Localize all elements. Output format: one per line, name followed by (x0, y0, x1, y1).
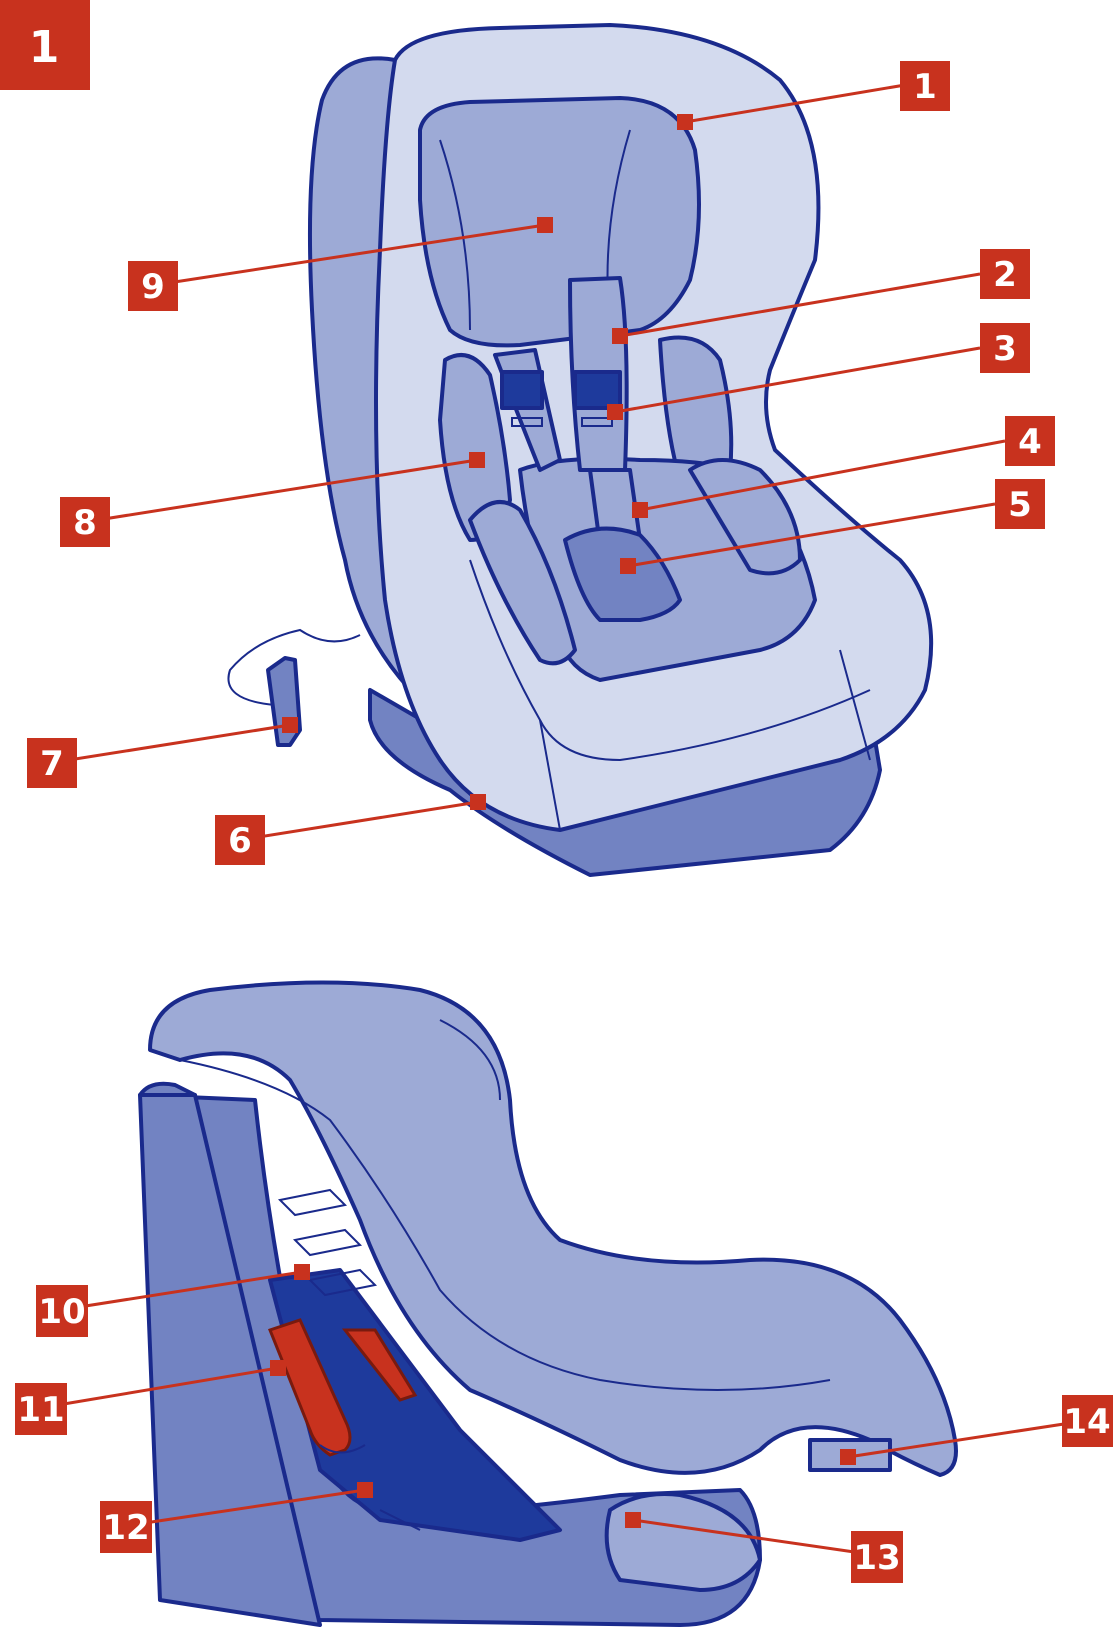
callout-label-12: 12 (102, 1508, 149, 1548)
anchor-3 (607, 404, 623, 420)
shoulder-pad-left (500, 370, 544, 410)
callout-tag-12: 12 (100, 1501, 152, 1553)
callout-tag-7: 7 (27, 738, 77, 788)
callout-label-8: 8 (73, 503, 97, 543)
callout-label-5: 5 (1008, 485, 1032, 525)
callout-tag-8: 8 (60, 497, 110, 547)
hinge-line (379, 1509, 421, 1531)
leader-5 (627, 502, 996, 568)
anchor-6 (470, 794, 486, 810)
leader-9 (154, 223, 546, 287)
callout-label-4: 4 (1018, 422, 1042, 462)
callout-label-9: 9 (141, 267, 165, 307)
anchor-5 (620, 558, 636, 574)
callout-label-6: 6 (228, 821, 252, 861)
seat-seam-front (539, 719, 561, 831)
leader-2 (619, 272, 981, 338)
side-shell (148, 980, 958, 1477)
headrest-cushion (418, 96, 701, 348)
figure-number: 1 (29, 22, 60, 73)
anchor-4 (632, 502, 648, 518)
anchor-12 (357, 1482, 373, 1498)
slat-1 (277, 1188, 348, 1217)
callout-label-10: 10 (38, 1292, 85, 1332)
anchor-8 (469, 452, 485, 468)
harness-buckle (563, 526, 682, 622)
callout-tag-3: 3 (980, 323, 1030, 373)
thigh-cushion-left (468, 500, 577, 666)
leader-13 (632, 1518, 876, 1557)
headrest-seam-left (439, 139, 471, 331)
leader-7 (49, 723, 291, 765)
shell-inner-edge (179, 1059, 831, 1391)
callout-label-7: 7 (40, 744, 64, 784)
connector-cable (227, 628, 361, 706)
anchor-2 (612, 328, 628, 344)
callout-tag-11: 11 (15, 1383, 67, 1435)
strap-slot-left (511, 417, 543, 427)
leader-10 (59, 1270, 303, 1312)
anchor-9 (537, 217, 553, 233)
callout-label-13: 13 (853, 1538, 900, 1578)
leader-6 (239, 800, 479, 842)
callout-tag-5: 5 (995, 479, 1045, 529)
callout-tags: 1 2 3 4 5 6 7 8 (15, 61, 1113, 1583)
recline-slot (268, 1268, 562, 1542)
callout-tag-13: 13 (851, 1531, 903, 1583)
anchor-7 (282, 717, 298, 733)
anchor-13 (625, 1512, 641, 1528)
leader-8 (84, 458, 478, 524)
figure-number-badge: 1 (0, 0, 90, 90)
callout-tag-2: 2 (980, 249, 1030, 299)
leader-3 (614, 346, 981, 414)
leader-4 (639, 439, 1006, 512)
shell-top-seam (439, 1019, 501, 1101)
anchor-14 (840, 1449, 856, 1465)
seat-front-view (227, 23, 934, 877)
callout-label-14: 14 (1063, 1402, 1110, 1442)
leader-14 (847, 1418, 1091, 1459)
slat-3 (307, 1268, 378, 1297)
strap-slot-right (581, 417, 613, 427)
callout-tag-14: 14 (1062, 1395, 1113, 1447)
callout-label-11: 11 (17, 1390, 64, 1430)
callout-tag-9: 9 (128, 261, 178, 311)
callout-label-2: 2 (993, 255, 1017, 295)
thigh-cushion-right (688, 458, 802, 576)
callout-tag-10: 10 (36, 1285, 88, 1337)
recline-lever-rear (341, 1328, 418, 1402)
anchor-1 (677, 114, 693, 130)
callout-label-3: 3 (993, 329, 1017, 369)
seat-seam-side (839, 649, 871, 761)
callout-label-1: 1 (913, 67, 937, 107)
leader-11 (39, 1366, 279, 1410)
callout-tag-4: 4 (1005, 416, 1055, 466)
leader-12 (124, 1488, 366, 1528)
callout-anchors (270, 114, 856, 1528)
seat-side-view (138, 980, 958, 1627)
callout-leaders (39, 83, 1091, 1557)
callout-tag-1: 1 (900, 61, 950, 111)
anchor-10 (294, 1264, 310, 1280)
side-base-front-plate (138, 1093, 322, 1627)
front-foot (604, 1492, 762, 1592)
recline-lever (268, 1318, 352, 1457)
seat-base (368, 688, 882, 877)
slat-2 (292, 1228, 363, 1257)
anchor-11 (270, 1360, 286, 1376)
seat-front-edge (469, 559, 871, 762)
shoulder-pad-right (573, 370, 622, 410)
leader-1 (684, 83, 906, 124)
callout-tag-6: 6 (215, 815, 265, 865)
side-cushion-left (438, 353, 512, 542)
lever-handle-curve (319, 1444, 366, 1454)
